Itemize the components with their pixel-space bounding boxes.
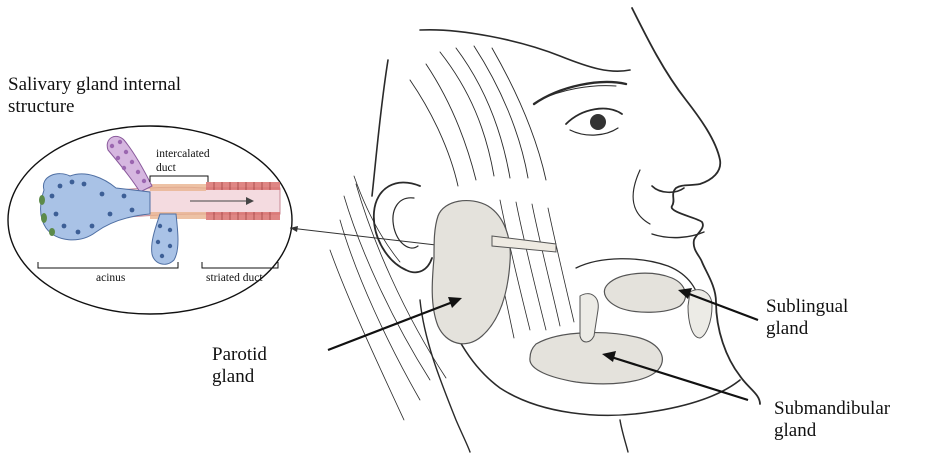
parotid-gland-label: Parotid gland [212,344,267,389]
cheek-line [633,170,650,224]
acinus-label: acinus [96,272,125,286]
parotid-gland [432,201,510,344]
temporal-hatching [410,46,546,186]
intercalated-label-line1: intercalated [156,148,210,162]
sublingual-label-line1: Sublingual [766,296,848,318]
inset-title-line1: Salivary gland internal [8,74,181,96]
eye-lower-lid [570,128,618,135]
parotid-label-line2: gland [212,366,267,388]
striated-duct-label: striated duct [206,272,263,286]
head-hairline [420,30,630,71]
sublingual-label-line2: gland [766,318,848,340]
submandibular-gland-label: Submandibular gland [774,398,890,443]
eye-pupil [590,114,606,130]
back-of-head [372,60,388,196]
submandibular-label-line2: gland [774,420,890,442]
intercalated-duct-cells [150,184,206,191]
inset-title: Salivary gland internal structure [8,74,181,119]
parotid-label-line1: Parotid [212,344,267,366]
inset-connector-line [290,228,436,245]
sublingual-gland [604,273,685,312]
neck-front [620,420,628,452]
submandibular-gland [530,333,662,384]
eyebrow-hatching [540,86,616,100]
sublingual-gland-label: Sublingual gland [766,296,848,341]
inset-title-line2: structure [8,96,181,118]
intercalated-label-line2: duct [156,162,210,176]
intercalated-duct-label: intercalated duct [156,148,210,175]
submandibular-label-line1: Submandibular [774,398,890,420]
neck-hatching [330,176,446,420]
face-sketch [330,8,760,452]
inset-histology [8,126,292,314]
